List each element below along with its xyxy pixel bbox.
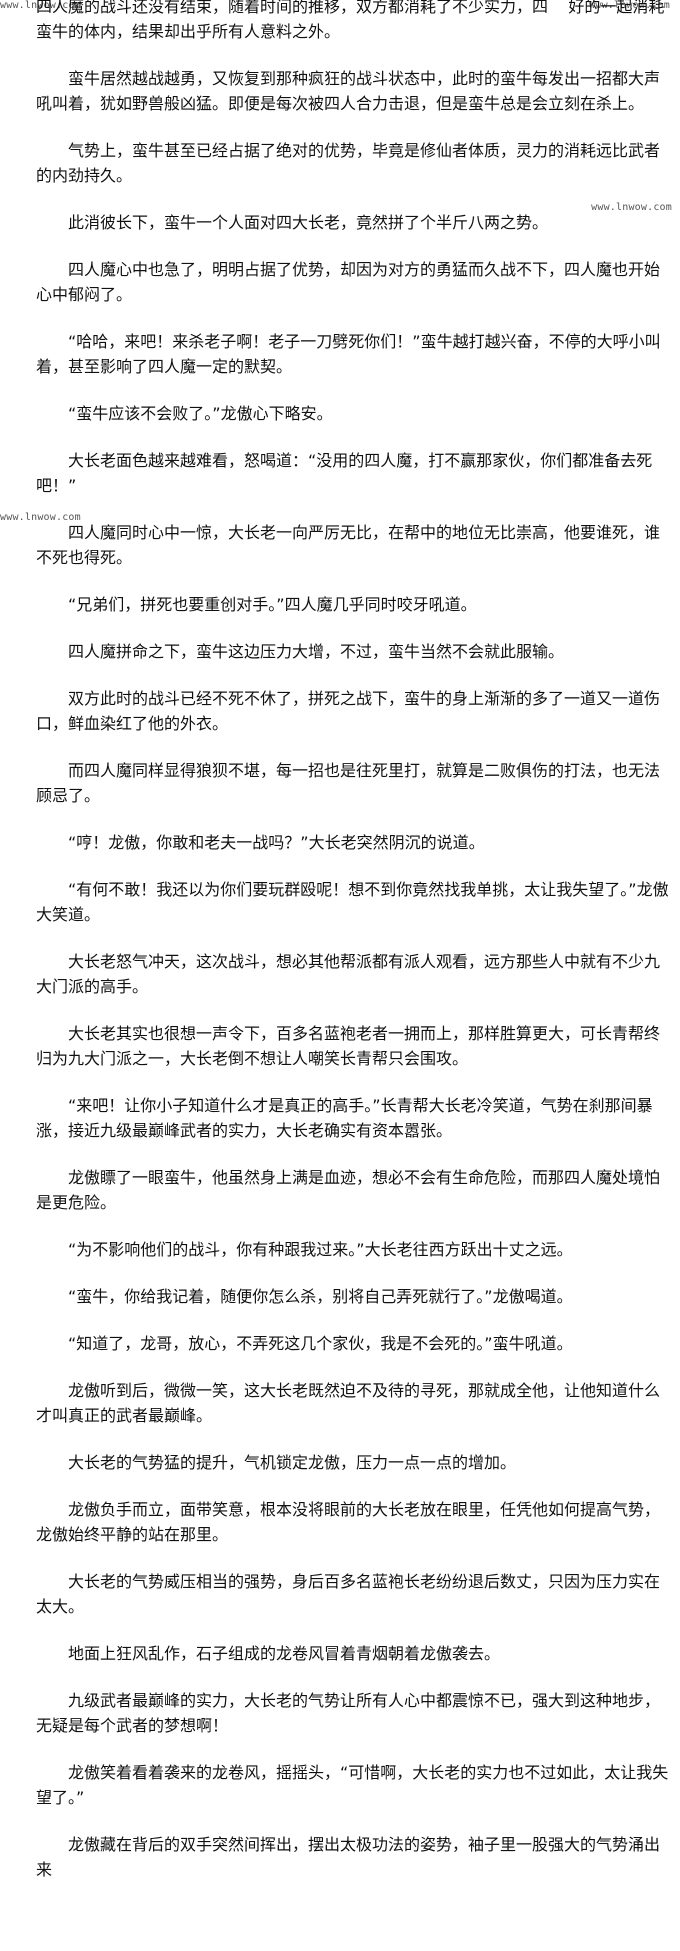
watermark-mid-right: www.lnwow.com <box>591 202 672 213</box>
paragraph: 大长老怒气冲天，这次战斗，想必其他帮派都有派人观看，远方那些人中就有不少九大门派… <box>36 952 661 996</box>
paragraph: 大长老面色越来越难看，怒喝道：“没用的四人魔，打不赢那家伙，你们都准备去死吧！” <box>36 451 653 495</box>
paragraph: “哼！龙傲，你敢和老夫一战吗？”大长老突然阴沉的说道。 <box>36 833 485 852</box>
paragraph: 四人魔的战斗还没有结束，随着时间的推移，双方都消耗了不少实力，四 好的一起消耗蛮… <box>36 0 665 41</box>
watermark-top-right: www.lnwow.com <box>589 0 670 11</box>
paragraph: 四人魔拼命之下，蛮牛这边压力大增，不过，蛮牛当然不会就此服输。 <box>36 642 565 661</box>
paragraph: 大长老的气势威压相当的强势，身后百多名蓝袍长老纷纷退后数丈，只因为压力实在太大。 <box>36 1572 661 1616</box>
paragraph: “知道了，龙哥，放心，不弄死这几个家伙，我是不会死的。”蛮牛吼道。 <box>36 1334 573 1353</box>
paragraph: “蛮牛应该不会败了。”龙傲心下略安。 <box>36 404 333 423</box>
paragraph: 地面上狂风乱作，石子组成的龙卷风冒着青烟朝着龙傲袭去。 <box>36 1644 501 1663</box>
paragraph: 四人魔心中也急了，明明占据了优势，却因为对方的勇猛而久战不下，四人魔也开始心中郁… <box>36 260 661 304</box>
paragraph: “来吧！让你小子知道什么才是真正的高手。”长青帮大长老冷笑道，气势在刹那间暴涨，… <box>36 1096 653 1140</box>
paragraph: “有何不敢！我还以为你们要玩群殴呢！想不到你竟然找我单挑，太让我失望了。”龙傲大… <box>36 880 669 924</box>
paragraph: 龙傲瞟了一眼蛮牛，他虽然身上满是血迹，想必不会有生命危险，而那四人魔处境怕是更危… <box>36 1168 661 1212</box>
paragraph: 大长老的气势猛的提升，气机锁定龙傲，压力一点一点的增加。 <box>36 1453 517 1472</box>
paragraph: 龙傲藏在背后的双手突然间挥出，摆出太极功法的姿势，袖子里一股强大的气势涌出来 <box>36 1835 661 1879</box>
article-body: 四人魔的战斗还没有结束，随着时间的推移，双方都消耗了不少实力，四 好的一起消耗蛮… <box>36 0 674 1904</box>
paragraph: 大长老其实也很想一声令下，百多名蓝袍老者一拥而上，那样胜算更大，可长青帮终归为九… <box>36 1024 661 1068</box>
paragraph: “蛮牛，你给我记着，随便你怎么杀，别将自己弄死就行了。”龙傲喝道。 <box>36 1287 573 1306</box>
paragraph: 蛮牛居然越战越勇，又恢复到那种疯狂的战斗状态中，此时的蛮牛每发出一招都大声吼叫着… <box>36 69 661 113</box>
paragraph: 龙傲负手而立，面带笑意，根本没将眼前的大长老放在眼里，任凭他如何提高气势，龙傲始… <box>36 1500 661 1544</box>
paragraph: 九级武者最巅峰的实力，大长老的气势让所有人心中都震惊不已，强大到这种地步，无疑是… <box>36 1691 661 1735</box>
paragraph: 双方此时的战斗已经不死不休了，拼死之战下，蛮牛的身上渐渐的多了一道又一道伤口，鲜… <box>36 689 661 733</box>
paragraph: “为不影响他们的战斗，你有种跟我过来。”大长老往西方跃出十丈之远。 <box>36 1240 573 1259</box>
paragraph: 而四人魔同样显得狼狈不堪，每一招也是往死里打，就算是二败俱伤的打法，也无法顾忌了… <box>36 761 661 805</box>
paragraph: 龙傲听到后，微微一笑，这大长老既然迫不及待的寻死，那就成全他，让他知道什么才叫真… <box>36 1381 661 1425</box>
paragraph: “哈哈，来吧！来杀老子啊！老子一刀劈死你们！”蛮牛越打越兴奋，不停的大呼小叫着，… <box>36 332 661 376</box>
paragraph: 气势上，蛮牛甚至已经占据了绝对的优势，毕竟是修仙者体质，灵力的消耗远比武者的内劲… <box>36 141 661 185</box>
paragraph: 此消彼长下，蛮牛一个人面对四大长老，竟然拼了个半斤八两之势。 <box>36 213 549 232</box>
watermark-top-left: www.lnwow.com <box>0 0 81 11</box>
paragraph: “兄弟们，拼死也要重创对手。”四人魔几乎同时咬牙吼道。 <box>36 595 477 614</box>
watermark-left-mid: www.lnwow.com <box>0 512 81 523</box>
paragraph: 龙傲笑着看着袭来的龙卷风，摇摇头，“可惜啊，大长老的实力也不过如此，太让我失望了… <box>36 1763 669 1807</box>
paragraph: 四人魔同时心中一惊，大长老一向严厉无比，在帮中的地位无比崇高，他要谁死，谁不死也… <box>36 523 661 567</box>
